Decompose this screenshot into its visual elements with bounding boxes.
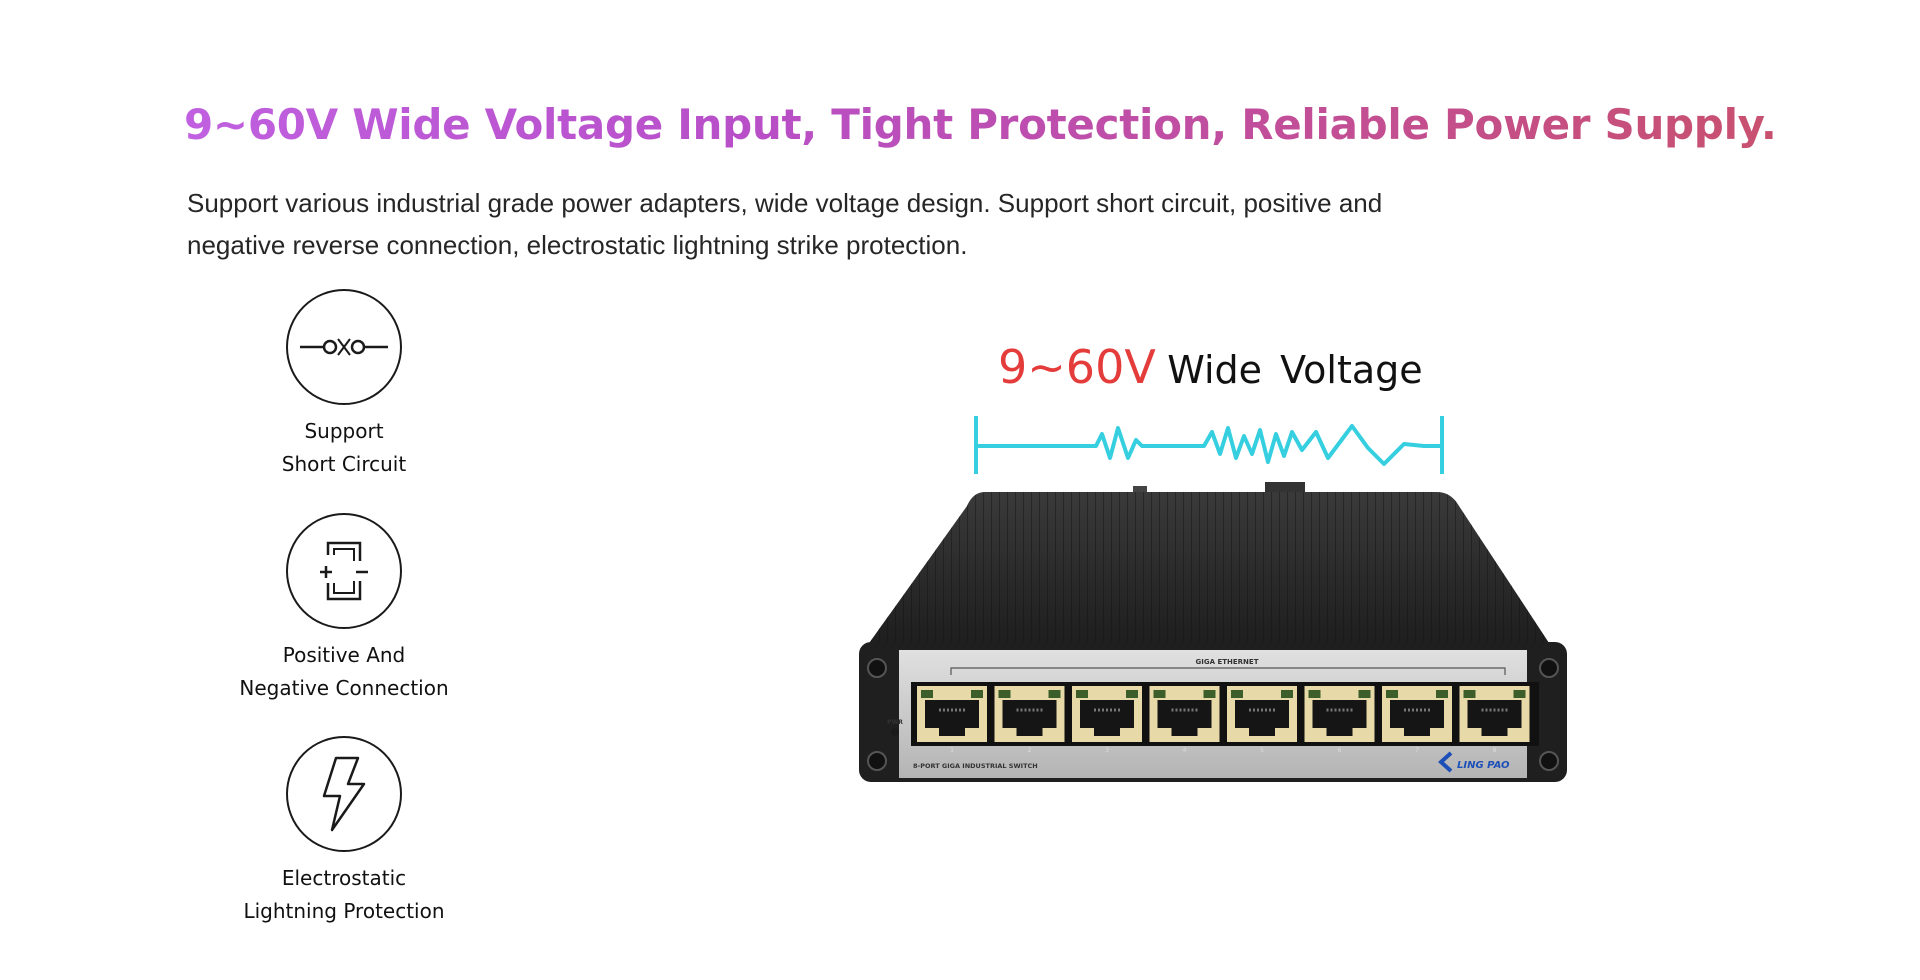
port-link-led-icon [921,690,933,698]
lightning-icon [322,756,366,832]
port-number: 8 [1493,747,1497,754]
ethernet-port: 8 [1459,686,1530,754]
feature-label-line2: Lightning Protection [243,899,445,923]
rj45-jack [1157,700,1212,736]
polarity-icon-badge [286,513,402,629]
rj45-jack [1390,700,1444,736]
ethernet-port: 7 [1382,686,1452,754]
ethernet-port: 2 [994,686,1065,754]
lightning-icon-badge [286,736,402,852]
screw-icon [867,751,887,771]
industrial-switch-device: GIGA ETHERNET PWR 1 2 3 4 5 6 7 8 8-PORT GIGA I… [859,482,1567,782]
rj45-jack [1312,700,1367,736]
feature-label-line1: Electrostatic [281,866,407,890]
feature-label-line2: Short Circuit [281,452,407,476]
rj45-jack [1080,700,1134,736]
screw-icon [867,658,887,678]
port-number: 6 [1338,747,1342,754]
port-activity-led-icon [971,690,983,698]
port-link-led-icon [1308,690,1321,698]
screw-icon [1539,751,1559,771]
ethernet-port: 3 [1072,686,1142,754]
feature-short-circuit: Support Short Circuit [236,289,452,481]
voltage-text: Wide Voltage [1167,348,1423,392]
device-heatsink-ribs [867,492,1551,646]
power-label: PWR [887,719,903,726]
feature-label-line1: Positive And [282,643,406,667]
port-number: 5 [1260,747,1264,754]
rj45-jack [1235,700,1289,736]
ethernet-port: 4 [1149,686,1220,754]
port-activity-led-icon [1281,690,1293,698]
screw-icon [1539,658,1559,678]
port-link-led-icon [1153,690,1166,698]
port-group-label: GIGA ETHERNET [1196,658,1259,666]
feature-lightning: Electrostatic Lightning Protection [236,736,452,928]
short-circuit-icon-badge [286,289,402,405]
port-activity-led-icon [1203,690,1216,698]
port-activity-led-icon [1436,690,1448,698]
feature-label-line1: Support [304,419,384,443]
ethernet-port: 5 [1227,686,1297,754]
ethernet-port: 1 [917,686,987,754]
port-activity-led-icon [1513,690,1526,698]
brand-logo-icon [1438,751,1453,773]
port-number: 1 [950,747,954,754]
device-mount-clip [1265,482,1305,494]
voltage-range: 9~60V [998,340,1156,394]
voltage-banner: 9~60V Wide Voltage [998,340,1423,394]
port-activity-led-icon [1126,690,1138,698]
ethernet-port: 6 [1304,686,1375,754]
port-group-bracket [950,667,1506,675]
page-headline: 9~60V Wide Voltage Input, Tight Protecti… [184,100,1777,149]
device-mount-tab [1133,486,1147,496]
feature-label-line2: Negative Connection [239,676,449,700]
port-number: 2 [1028,747,1032,754]
port-number: 7 [1415,747,1419,754]
port-link-led-icon [1231,690,1243,698]
port-link-led-icon [998,690,1011,698]
power-led-icon [891,728,899,736]
rj45-jack [1002,700,1057,736]
polarity-icon [320,541,368,601]
brand-name: LING PAO [1457,760,1510,771]
rj45-jack [1467,700,1522,736]
short-circuit-icon [300,338,388,356]
model-label: 8-PORT GIGA INDUSTRIAL SWITCH [913,762,1038,770]
page-description: Support various industrial grade power a… [187,188,1383,260]
port-link-led-icon [1076,690,1088,698]
voltage-wave-graphic [974,416,1444,474]
feature-polarity: Positive And Negative Connection [236,513,452,705]
ethernet-ports: 1 2 3 4 5 6 7 8 [917,686,1530,754]
port-activity-led-icon [1358,690,1371,698]
port-number: 4 [1183,747,1187,754]
port-link-led-icon [1386,690,1398,698]
port-activity-led-icon [1048,690,1061,698]
port-number: 3 [1105,747,1109,754]
port-link-led-icon [1463,690,1476,698]
rj45-jack [925,700,979,736]
